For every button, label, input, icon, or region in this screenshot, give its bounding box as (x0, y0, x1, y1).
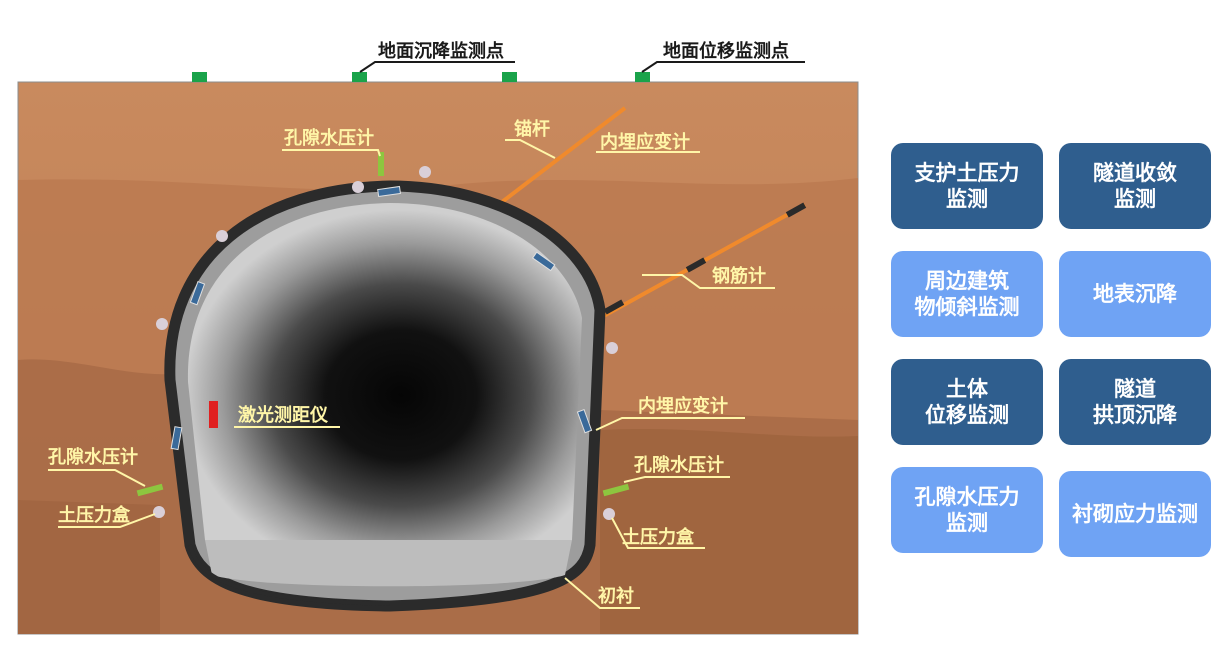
tile-label: 土体 位移监测 (925, 377, 1009, 427)
tunnel-monitoring-diagram: 地面沉降监测点 地面位移监测点 (17, 40, 859, 635)
ground-marker (192, 72, 207, 82)
tile-soil-displacement[interactable]: 土体 位移监测 (891, 359, 1043, 445)
label-ground-settlement-point: 地面沉降监测点 (378, 40, 504, 62)
tile-pore-water-pressure[interactable]: 孔隙水压力 监测 (891, 467, 1043, 553)
anchor-bolt (496, 106, 627, 207)
ground-marker (502, 72, 517, 82)
label-earth-pressure-box-right: 土压力盒 (622, 526, 695, 548)
sensor-dot (156, 318, 168, 330)
tile-tunnel-convergence[interactable]: 隧道收敛 监测 (1059, 143, 1211, 229)
rebar-sensor (785, 202, 807, 218)
tile-lining-stress[interactable]: 衬砌应力监测 (1059, 471, 1211, 557)
tunnel-interior (187, 203, 582, 540)
tile-label: 隧道 拱顶沉降 (1093, 377, 1177, 427)
label-ground-displacement-point: 地面位移监测点 (663, 40, 789, 62)
pore-pressure-gauge-top (378, 152, 384, 176)
tile-label: 支护土压力 监测 (914, 161, 1020, 211)
tile-label: 地表沉降 (1093, 282, 1177, 306)
label-laser-rangefinder: 激光测距仪 (238, 404, 329, 426)
sensor-dot (216, 230, 228, 242)
leader-line (359, 61, 515, 73)
tile-label: 周边建筑 物倾斜监测 (914, 269, 1020, 319)
leader-lines (48, 139, 775, 609)
anchor-bolts (496, 106, 807, 320)
label-embedded-strain-top: 内埋应变计 (600, 131, 690, 153)
pore-pressure-gauge-right (602, 483, 630, 497)
tile-label: 孔隙水压力 监测 (914, 485, 1020, 535)
strain-gauge (189, 280, 206, 306)
ground-markers (192, 72, 650, 82)
leader-line (641, 61, 805, 73)
label-rebar-meter: 钢筋计 (712, 265, 766, 287)
sensor-dot (603, 508, 615, 520)
sensor-dot (419, 166, 431, 178)
label-primary-lining: 初衬 (598, 585, 634, 607)
tile-building-tilt[interactable]: 周边建筑 物倾斜监测 (891, 251, 1043, 337)
label-anchor-bolt: 锚杆 (514, 118, 550, 140)
rebar-sensor (603, 299, 625, 315)
strain-gauge (170, 426, 183, 451)
ground-marker (635, 72, 650, 82)
sensor-dot (153, 506, 165, 518)
strain-gauge (576, 408, 593, 434)
tile-support-earth-pressure[interactable]: 支护土压力 监测 (891, 143, 1043, 229)
label-pore-pressure-left: 孔隙水压计 (48, 446, 138, 468)
label-embedded-strain-right: 内埋应变计 (638, 395, 728, 417)
rebar-sensor (685, 257, 707, 273)
strain-gauges (170, 185, 593, 451)
tile-crown-settlement[interactable]: 隧道 拱顶沉降 (1059, 359, 1211, 445)
tunnel-floor (205, 540, 572, 587)
tile-label: 衬砌应力监测 (1072, 502, 1198, 526)
laser-rangefinder-device (209, 401, 218, 428)
strain-gauge (377, 185, 402, 198)
tile-label: 隧道收敛 监测 (1093, 161, 1177, 211)
sensor-dot (606, 342, 618, 354)
sensor-dots (153, 166, 618, 520)
pore-pressure-gauge-left (136, 483, 164, 497)
label-pore-pressure-top: 孔隙水压计 (284, 127, 374, 149)
ground-marker (352, 72, 367, 82)
strain-gauge (531, 251, 556, 272)
tile-surface-settlement[interactable]: 地表沉降 (1059, 251, 1211, 337)
tunnel (164, 180, 606, 612)
sensor-dot (352, 181, 364, 193)
label-pore-pressure-right: 孔隙水压计 (634, 454, 724, 476)
label-earth-pressure-box-left: 土压力盒 (58, 504, 131, 526)
